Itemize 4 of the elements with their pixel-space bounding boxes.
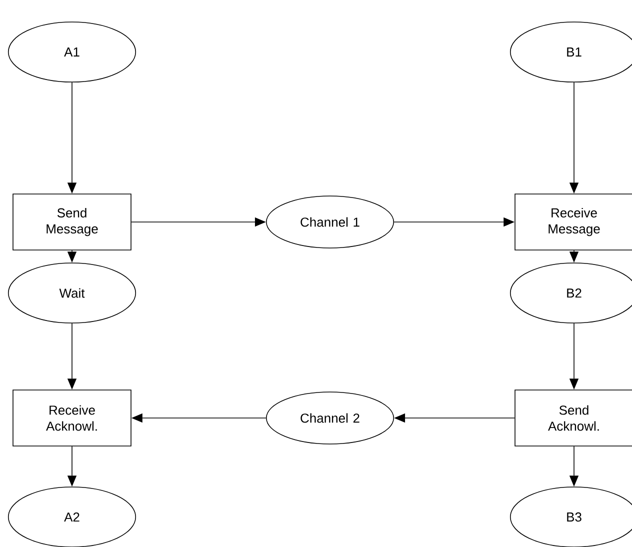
transition-box: Send Acknowl.	[514, 390, 632, 446]
transition-box: Send Message	[12, 194, 132, 250]
transition-box: Receive Message	[514, 194, 632, 250]
transition-box: Receive Acknowl.	[12, 390, 132, 446]
